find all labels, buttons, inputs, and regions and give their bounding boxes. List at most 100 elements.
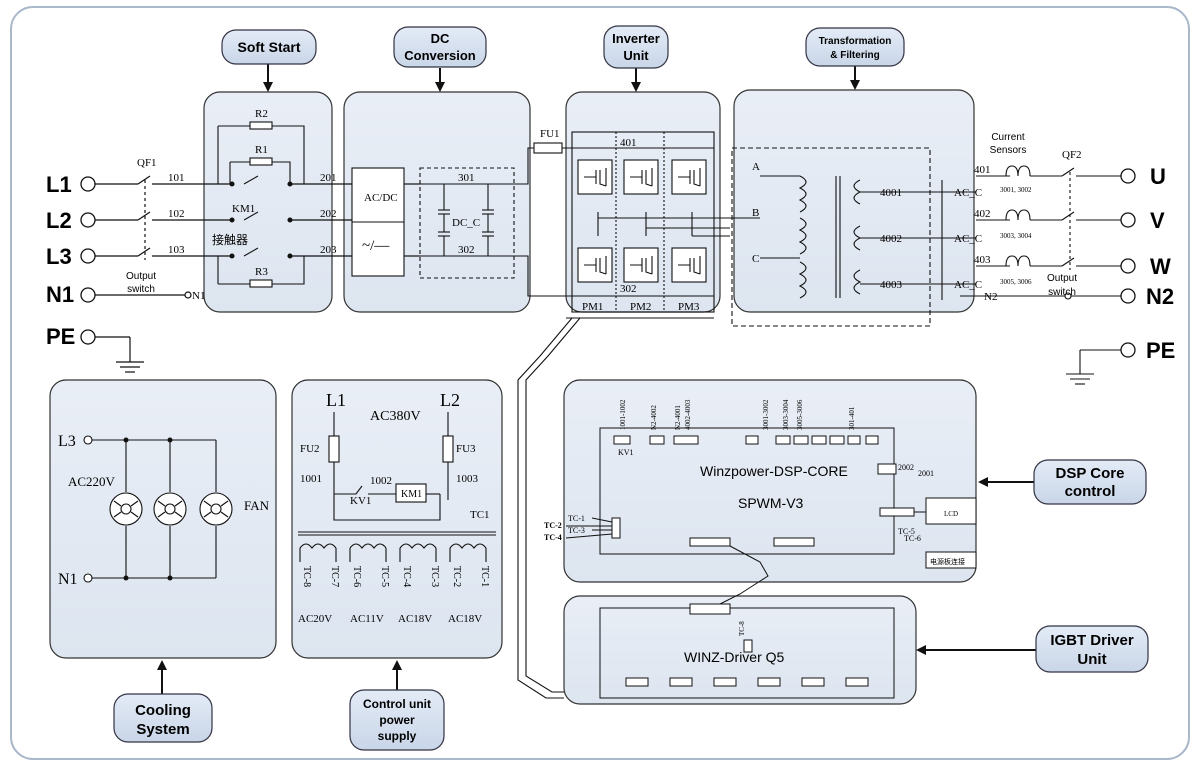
conn-301-401: 301-401 [848,406,856,430]
cs-label-2: 3003, 3004 [1000,232,1032,240]
wire-302: 302 [458,244,475,256]
km1-label: KM1 [232,203,255,215]
out-ac18v-1: AC18V [398,613,432,625]
control-power-label-2: power [379,713,415,727]
output-terminals: U V W N2 PE [1146,164,1175,363]
fan-label: FAN [244,498,270,513]
tap-tc6: TC-6 [351,566,362,587]
phase-a: A [752,161,760,173]
dc-conversion-label-1: DC [431,31,450,46]
dcc-label: DC_C [452,217,480,229]
dc-symbol: ~/— [362,238,390,254]
fu3-label: FU3 [456,443,476,455]
tap-tc3: TC-3 [429,566,440,587]
input-wiring [95,175,420,373]
input-terminals: L1 L2 L3 N1 PE [46,172,75,349]
t4003: 4003 [880,279,903,291]
dsp-core-pill: DSP Core control [978,459,1147,505]
transformation-label-2: & Filtering [830,50,879,61]
cs-label-3: 3005, 3006 [1000,278,1032,286]
terminal-w: W [1150,254,1171,279]
dsp-tc6: TC-6 [904,534,921,543]
wire-102: 102 [168,208,185,220]
terminal-v: V [1150,208,1165,233]
t4001: 4001 [880,187,902,199]
tap-tc4: TC-4 [401,566,412,587]
dsp-tc5: TC-5 [898,527,915,536]
conn-3003-3004: 3003-3004 [782,399,790,430]
soft-start-label: Soft Start [238,39,301,55]
km1-coil: KM1 [401,489,422,500]
transformation-pill: Transformation & Filtering [805,27,905,90]
tap-tc1: TC-1 [479,566,490,587]
dsp-tc-leads [565,511,926,539]
current-sensors-1: Current [991,132,1025,143]
out-ac18v-2: AC18V [448,613,482,625]
dc-conversion-pill: DC Conversion [393,26,487,92]
cooling-junctions [123,437,173,581]
cooling-pill: Cooling System [113,660,213,743]
acc-2: AC_C [954,233,982,245]
dsp-tc3: TC-3 [568,526,585,535]
conn-3001-3002: 3001-3002 [762,399,770,430]
power-voltage: AC380V [370,409,421,424]
conn-4002-4003: 4002-4003 [684,399,692,430]
dc-conversion-label-2: Conversion [404,48,476,63]
n2-small: N2 [984,291,997,303]
power-l2: L2 [440,390,460,410]
cooling-voltage: AC220V [68,474,116,489]
dsp-core-label-2: control [1065,483,1116,500]
conn-n2-4001: N2-4001 [674,405,682,430]
wire-203: 203 [320,244,337,256]
r3-label: R3 [255,266,268,278]
dc-circuit [351,142,576,297]
wire-103: 103 [168,244,185,256]
soft-start-pill: Soft Start [221,29,317,92]
out-ac20v: AC20V [298,613,332,625]
fu2-label: FU2 [300,443,320,455]
power-l1: L1 [326,390,346,410]
transformation-circuit [714,147,1066,327]
dsp-kv1: KV1 [618,448,634,457]
dsp-2002: 2002 [898,463,914,472]
soft-start-circuit [217,121,305,288]
dsp-board [599,427,977,605]
r2-label: R2 [255,108,268,120]
control-power-label-1: Control unit [363,697,431,711]
power-circuit [298,412,496,562]
tap-tc7: TC-7 [329,566,340,587]
phase-c: C [752,253,759,265]
acc-1: AC_C [954,187,982,199]
pm1-label: PM1 [582,301,603,313]
terminal-n1: N1 [46,282,74,307]
transformation-label-1: Transformation [819,36,892,47]
dsp-connector-labels: 1001-1002 N2-4002 N2-4001 4002-4003 3001… [619,399,856,430]
dsp-lcd: LCD [944,510,958,518]
cooling-n1: N1 [58,571,78,588]
driver-title: WINZ-Driver Q5 [684,649,785,665]
cs-label-1: 3001, 3002 [1000,186,1032,194]
driver-connectors [625,677,869,687]
control-power-pill: Control unit power supply [349,660,445,751]
dsp-tc4: TC-4 [544,533,562,542]
driver-tc8: TC-8 [738,621,746,636]
cooling-label-1: Cooling [135,702,191,719]
output-switch-left-1: Output [126,271,156,282]
tap-tc8: TC-8 [301,566,312,587]
dsp-title: Winzpower-DSP-CORE [700,463,848,479]
cooling-circuit [83,435,233,583]
pm3-label: PM3 [678,301,700,313]
phase-b: B [752,207,759,219]
n1003: 1003 [456,473,479,485]
cooling-label-2: System [136,721,189,738]
acc-3: AC_C [954,279,982,291]
dsp-tc2: TC-2 [544,521,562,530]
r1-label: R1 [255,144,268,156]
out-ac11v: AC11V [350,613,384,625]
inverter-label-1: Inverter [612,31,660,46]
qf1-label: QF1 [137,157,157,169]
soft-start-panel [203,91,333,313]
cooling-l3: L3 [58,433,76,450]
transformation-panel [733,89,975,313]
